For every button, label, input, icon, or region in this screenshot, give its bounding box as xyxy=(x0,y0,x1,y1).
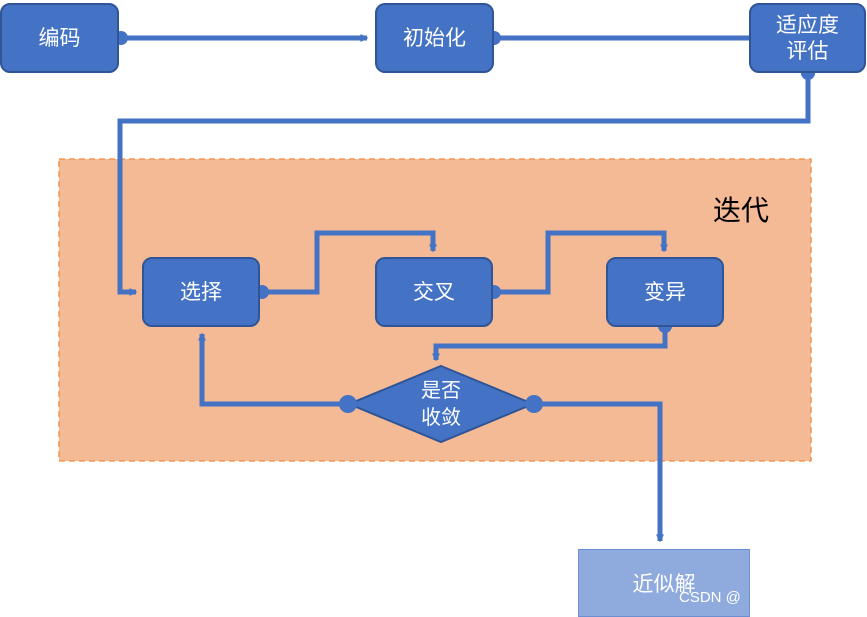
convergence-decision-diamond xyxy=(346,364,536,444)
select-node: 选择 xyxy=(142,257,260,327)
select-label: 选择 xyxy=(180,280,222,304)
init-node: 初始化 xyxy=(375,3,494,73)
connector-select-to-crossover xyxy=(262,230,437,295)
crossover-label: 交叉 xyxy=(413,280,455,304)
fitness-label-line1: 适应度 xyxy=(776,13,839,37)
connection-dot xyxy=(525,395,543,413)
encode-label: 编码 xyxy=(38,26,81,50)
mutation-label: 变异 xyxy=(644,280,686,304)
iteration-label: 迭代 xyxy=(713,194,770,227)
mutation-node: 变异 xyxy=(606,257,724,327)
connector-fitness-to-select xyxy=(117,73,811,296)
convergence-decision-text: 是否 收敛 xyxy=(381,377,501,431)
converge-label-line2: 收敛 xyxy=(421,405,461,429)
connector-mutation-to-converge xyxy=(432,326,668,362)
connector-crossover-to-mutation xyxy=(494,230,668,295)
converge-label-line1: 是否 xyxy=(421,378,461,402)
connector-converge-to-result xyxy=(534,401,664,543)
connector-converge-back-to-select xyxy=(198,332,348,407)
csdn-watermark: CSDN @ xyxy=(679,589,741,606)
encode-node: 编码 xyxy=(0,3,119,73)
fitness-label-line2: 评估 xyxy=(786,39,829,63)
result-node: 近似解 xyxy=(578,549,750,617)
crossover-node: 交叉 xyxy=(375,257,493,327)
result-label: 近似解 xyxy=(632,572,696,596)
connection-dot xyxy=(339,395,357,413)
init-label: 初始化 xyxy=(403,26,466,50)
fitness-node: 适应度 评估 xyxy=(749,3,866,73)
